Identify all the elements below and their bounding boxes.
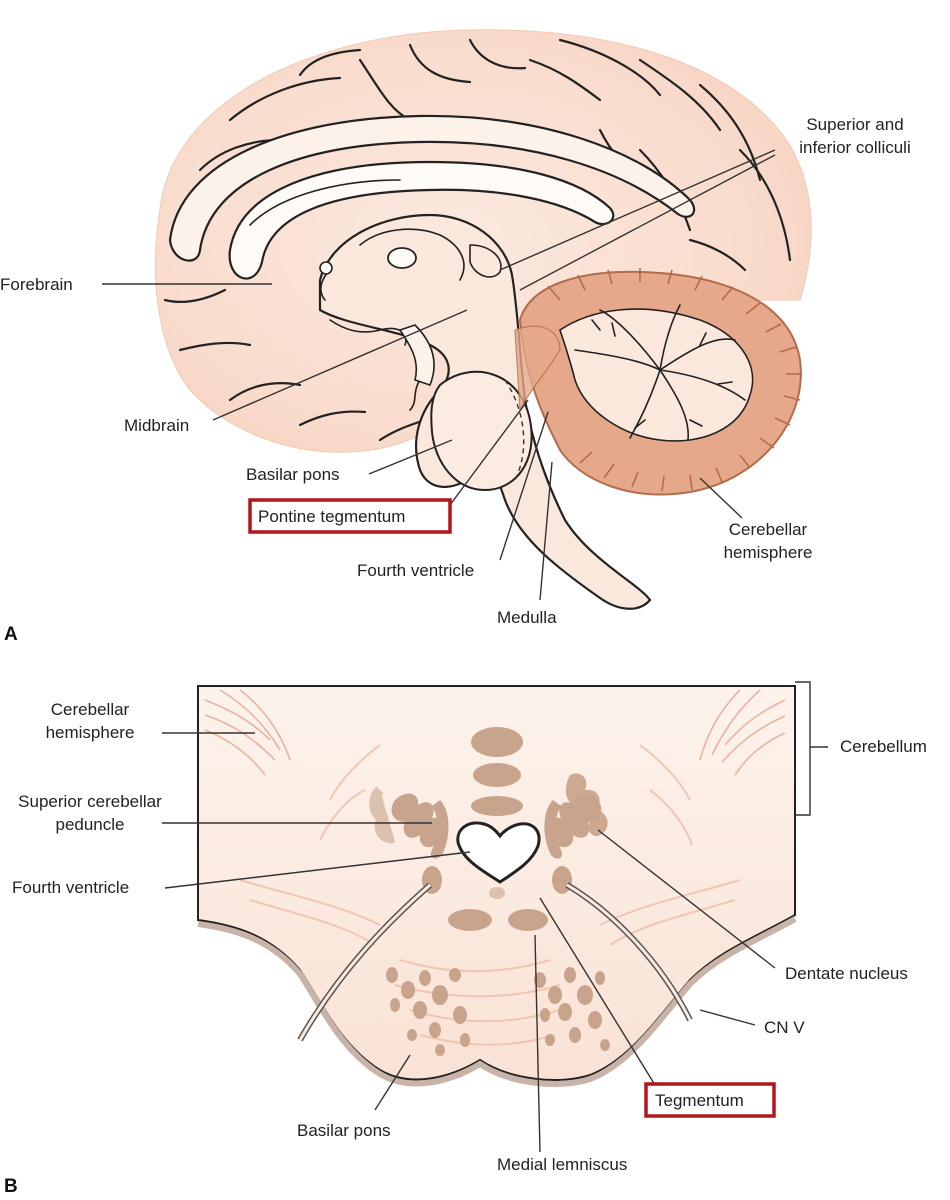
label-cerebellar-hemisphere-b-line1: Cerebellar	[51, 700, 130, 719]
label-colliculi-line1: Superior and	[806, 115, 903, 134]
panel-b-leaders	[162, 732, 776, 1153]
lateral-ventricle	[249, 179, 401, 226]
pontine-nuclei	[386, 967, 610, 1056]
label-cerebellar-hemisphere-a-line2: hemisphere	[724, 543, 813, 562]
label-basilar-pons-a: Basilar pons	[246, 465, 340, 484]
label-fourth-ventricle-a: Fourth ventricle	[357, 561, 474, 580]
dentate-nuclei	[369, 773, 608, 844]
cingulate-gyrus	[168, 114, 696, 262]
label-forebrain: Forebrain	[0, 275, 73, 294]
cerebellar-folia	[204, 689, 786, 776]
label-cerebellum: Cerebellum	[840, 737, 927, 756]
label-superior-cerebellar-peduncle-line1: Superior cerebellar	[18, 792, 162, 811]
label-basilar-pons-b: Basilar pons	[297, 1121, 391, 1140]
panel-letter-a: A	[4, 624, 18, 645]
highlight-box-pontine-tegmentum	[248, 498, 452, 534]
fourth-ventricle-cavity	[456, 821, 541, 884]
superior-cerebellar-peduncles	[391, 793, 602, 859]
label-cn-v: CN V	[764, 1018, 805, 1037]
highlight-box-tegmentum	[644, 1082, 776, 1118]
label-tegmentum: Tegmentum	[655, 1091, 744, 1110]
panel-a-leaders	[102, 149, 776, 601]
label-pontine-tegmentum: Pontine tegmentum	[258, 507, 405, 526]
panel-letter-b: B	[4, 1176, 18, 1197]
label-midbrain: Midbrain	[124, 416, 189, 435]
cerebellum-bracket	[795, 681, 828, 816]
label-dentate-nucleus: Dentate nucleus	[785, 964, 908, 983]
label-superior-cerebellar-peduncle-line2: peduncle	[55, 815, 124, 834]
label-medial-lemniscus: Medial lemniscus	[497, 1155, 627, 1174]
label-cerebellar-hemisphere-a-line1: Cerebellar	[729, 520, 808, 539]
label-colliculi-line2: inferior colliculi	[799, 138, 910, 157]
basilar-pons-shape	[430, 370, 533, 492]
vermis-nuclei	[471, 727, 523, 816]
label-medulla: Medulla	[497, 608, 557, 627]
cn-v-roots	[297, 882, 693, 1042]
panel-b-labels: Cerebellar hemisphere Cerebellum Superio…	[12, 700, 927, 1174]
panel-a-labels: Superior and inferior colliculi Forebrai…	[0, 115, 911, 627]
label-cerebellar-hemisphere-b-line2: hemisphere	[46, 723, 135, 742]
panel-a: Superior and inferior colliculi Forebrai…	[0, 29, 911, 645]
label-fourth-ventricle-b: Fourth ventricle	[12, 878, 129, 897]
cerebellum-sagittal	[518, 268, 802, 496]
panel-b: Cerebellar hemisphere Cerebellum Superio…	[4, 681, 927, 1197]
corpus-callosum	[228, 160, 615, 280]
